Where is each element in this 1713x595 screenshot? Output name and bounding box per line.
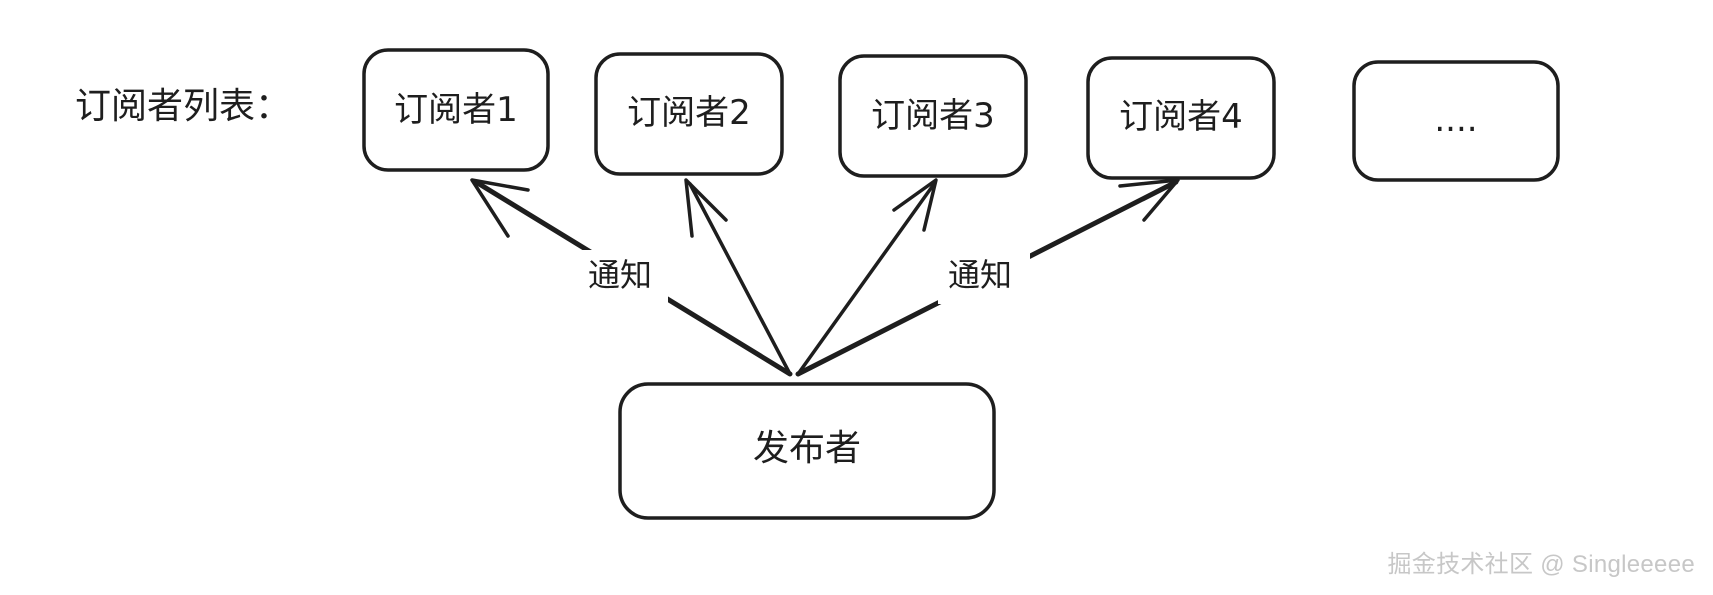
publisher-box: 发布者 (618, 382, 996, 520)
notify-arrow-3 (796, 178, 938, 376)
notify-label-left: 通知 (588, 256, 652, 294)
watermark: 掘金技术社区 @ Singleeeee (1387, 551, 1695, 578)
subscriber-box-4: 订阅者4 (1086, 56, 1276, 180)
subscriber-box-2: 订阅者2 (594, 52, 784, 176)
notify-arrow-2 (684, 178, 792, 376)
publisher-label: 发布者 (753, 428, 861, 469)
subscriber-label: 订阅者4 (1119, 97, 1243, 137)
subscriber-label: 订阅者1 (394, 90, 518, 130)
subscriber-box-more: .... (1352, 60, 1560, 182)
subscriber-label: 订阅者3 (871, 96, 995, 136)
subscriber-label: 订阅者2 (627, 93, 751, 133)
subscriber-box-1: 订阅者1 (362, 48, 550, 172)
notify-label-right: 通知 (948, 256, 1012, 294)
subscriber-label: .... (1434, 100, 1477, 140)
subscriber-list-label: 订阅者列表： (75, 86, 291, 127)
subscriber-box-3: 订阅者3 (838, 54, 1028, 178)
